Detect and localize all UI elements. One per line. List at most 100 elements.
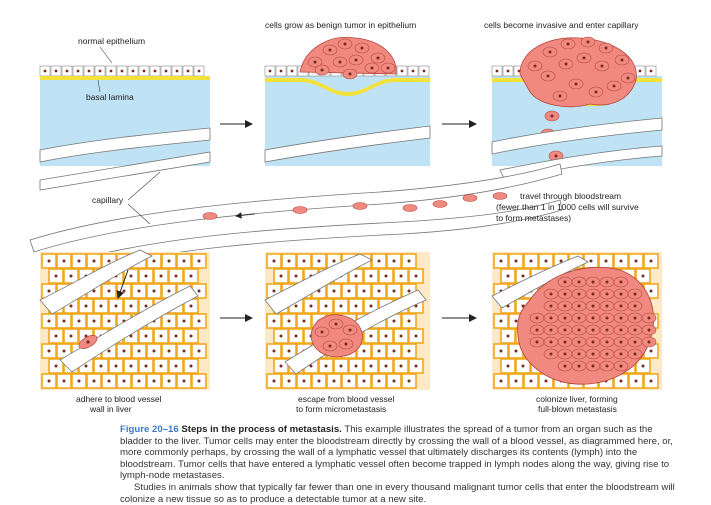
tumor-nucleus [620, 58, 624, 62]
liver-nucleus [521, 274, 525, 278]
liver-nucleus [619, 259, 623, 263]
cell-nucleus [638, 69, 642, 73]
tumor-nucleus [577, 352, 581, 356]
cell-nucleus [422, 69, 426, 73]
liver-nucleus [47, 259, 51, 263]
liver-nucleus [287, 349, 291, 353]
liver-nucleus [302, 379, 306, 383]
tumor-nucleus [376, 56, 380, 60]
tumor-nucleus [548, 50, 552, 54]
tumor-nucleus [533, 64, 537, 68]
liver-nucleus [197, 259, 201, 263]
liver-nucleus [649, 379, 653, 383]
liver-nucleus [369, 304, 373, 308]
liver-vessel [491, 255, 589, 309]
liver-nucleus [407, 259, 411, 263]
liver-nucleus [399, 274, 403, 278]
label-colonize-line2: full-blown metastasis [538, 404, 617, 414]
tumor-nucleus [647, 328, 651, 332]
tumor-nucleus [600, 64, 604, 68]
cell-nucleus [131, 69, 135, 73]
liver-nucleus [332, 259, 336, 263]
label-escape-line1: escape from blood vessel [298, 394, 394, 404]
caption-figure-number: Figure 20–16 [120, 424, 179, 435]
liver-nucleus [167, 349, 171, 353]
liver-nucleus [414, 334, 418, 338]
liver-nucleus [287, 379, 291, 383]
tumor-nucleus [577, 292, 581, 296]
liver-nucleus [294, 274, 298, 278]
tumor-nucleus [549, 292, 553, 296]
liver-nucleus [129, 304, 133, 308]
liver-nucleus [499, 349, 503, 353]
liver-nucleus [309, 304, 313, 308]
liver-nucleus [272, 319, 276, 323]
circulating-tumor-cell [292, 206, 308, 214]
tumor-nucleus [563, 292, 567, 296]
capillary-wall [264, 125, 431, 163]
label-travel-line1: travel through bloodstream [520, 191, 621, 201]
label-invasive: cells become invasive and enter capillar… [484, 20, 639, 30]
liver-nucleus [407, 319, 411, 323]
liver-nucleus [77, 379, 81, 383]
caption-paragraph-1: This example illustrates the spread of a… [120, 424, 673, 482]
circulating-tumor-cell [432, 200, 448, 208]
tumor-nucleus [591, 292, 595, 296]
liver-nucleus [107, 319, 111, 323]
liver-nucleus [619, 379, 623, 383]
tumor-nucleus [558, 94, 562, 98]
liver-nucleus [392, 319, 396, 323]
liver-vessel [59, 285, 199, 373]
liver-nucleus [544, 379, 548, 383]
capillary-wall [491, 117, 663, 155]
liver-nucleus [399, 364, 403, 368]
liver-nucleus [47, 289, 51, 293]
label-travel-line3: to form metastases) [496, 213, 571, 223]
tumor-nucleus [549, 352, 553, 356]
tumor-nucleus [647, 340, 651, 344]
tumor-nucleus [577, 328, 581, 332]
liver-nucleus [152, 259, 156, 263]
tumor-nucleus [605, 340, 609, 344]
cell-nucleus [175, 69, 179, 73]
liver-nucleus [369, 364, 373, 368]
label-colonize-line1: colonize liver, forming [536, 394, 618, 404]
tumor-nucleus [338, 60, 342, 64]
tumor-nucleus [619, 340, 623, 344]
tumor-nucleus [563, 340, 567, 344]
liver-nucleus [641, 364, 645, 368]
tumor-nucleus [619, 280, 623, 284]
cell-nucleus [290, 69, 294, 73]
liver-nucleus [99, 364, 103, 368]
panel-colonize: colonize liver, forming full-blown metas… [491, 252, 662, 414]
liver-nucleus [414, 364, 418, 368]
tumor-nucleus [535, 340, 539, 344]
liver-nucleus [362, 379, 366, 383]
liver-nucleus [604, 259, 608, 263]
tumor-nucleus [550, 114, 554, 118]
liver-nucleus [122, 349, 126, 353]
liver-nucleus [377, 259, 381, 263]
liver-nucleus [62, 259, 66, 263]
liver-nucleus [279, 334, 283, 338]
liver-nucleus [384, 274, 388, 278]
liver-nucleus [69, 274, 73, 278]
liver-nucleus [354, 274, 358, 278]
leader-line [97, 79, 101, 93]
liver-nucleus [354, 304, 358, 308]
cell-nucleus [109, 69, 113, 73]
panel-escape: escape from blood vessel to form microme… [264, 252, 430, 414]
liver-nucleus [129, 274, 133, 278]
panel-adhere: adhere to blood vessel wall in liver [39, 249, 210, 414]
circulating-tumor-cell [402, 204, 418, 212]
tumor-nucleus [619, 364, 623, 368]
liver-nucleus [144, 364, 148, 368]
liver-nucleus [137, 289, 141, 293]
liver-nucleus [302, 259, 306, 263]
liver-nucleus [92, 319, 96, 323]
liver-nucleus [137, 379, 141, 383]
label-travel-line2: (fewer than 1 in 1000 cells will survive [496, 202, 639, 212]
liver-nucleus [634, 259, 638, 263]
tumor-nucleus [582, 56, 586, 60]
